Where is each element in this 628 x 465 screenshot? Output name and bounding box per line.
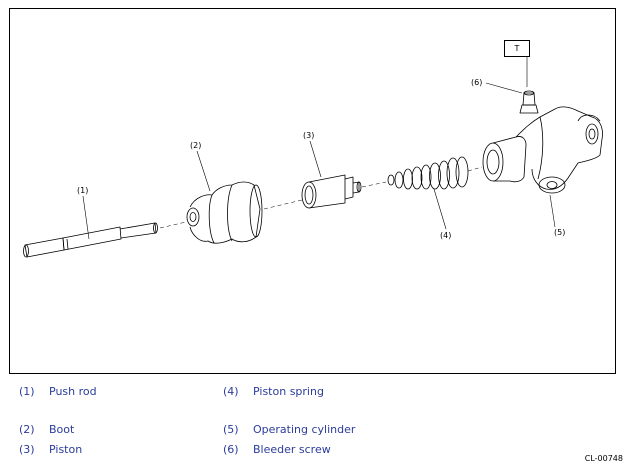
callout-6: (6) bbox=[471, 78, 482, 87]
legend-label: Bleeder screw bbox=[253, 443, 331, 456]
legend-label: Push rod bbox=[49, 385, 97, 398]
legend-number: (3) bbox=[19, 443, 35, 456]
legend-item-bleeder-screw: (6) Bleeder screw bbox=[223, 443, 331, 456]
legend-item-operating-cylinder: (5) Operating cylinder bbox=[223, 423, 355, 436]
legend-number: (2) bbox=[19, 423, 35, 436]
legend-label: Piston spring bbox=[253, 385, 324, 398]
callout-2: (2) bbox=[190, 141, 201, 150]
operating-cylinder bbox=[482, 106, 603, 194]
torque-indicator: T bbox=[504, 40, 530, 57]
legend-label: Boot bbox=[49, 423, 75, 436]
figure-id: CL-00748 bbox=[584, 454, 623, 463]
exploded-diagram: (1) (2) (3) (4) (5) (6) bbox=[9, 8, 616, 374]
piston bbox=[301, 174, 362, 209]
piston-spring bbox=[387, 156, 469, 190]
bleeder-screw bbox=[519, 90, 539, 114]
legend-item-piston: (3) Piston bbox=[19, 443, 82, 456]
legend-item-push-rod: (1) Push rod bbox=[19, 385, 97, 398]
legend-number: (4) bbox=[223, 385, 239, 398]
legend-item-boot: (2) Boot bbox=[19, 423, 74, 436]
callout-4: (4) bbox=[440, 231, 451, 240]
legend-label: Piston bbox=[49, 443, 83, 456]
legend-label: Operating cylinder bbox=[253, 423, 356, 436]
diagram-drawing: (1) (2) (3) (4) (5) (6) bbox=[23, 57, 603, 258]
push-rod bbox=[23, 222, 158, 258]
boot bbox=[186, 181, 263, 244]
callout-3: (3) bbox=[303, 131, 314, 140]
leader-lines bbox=[82, 57, 556, 240]
callout-5: (5) bbox=[554, 228, 565, 237]
callout-1: (1) bbox=[77, 186, 88, 195]
legend-item-piston-spring: (4) Piston spring bbox=[223, 385, 324, 398]
assembly-axis bbox=[159, 166, 483, 229]
legend-number: (6) bbox=[223, 443, 239, 456]
legend-number: (5) bbox=[223, 423, 239, 436]
legend-number: (1) bbox=[19, 385, 35, 398]
